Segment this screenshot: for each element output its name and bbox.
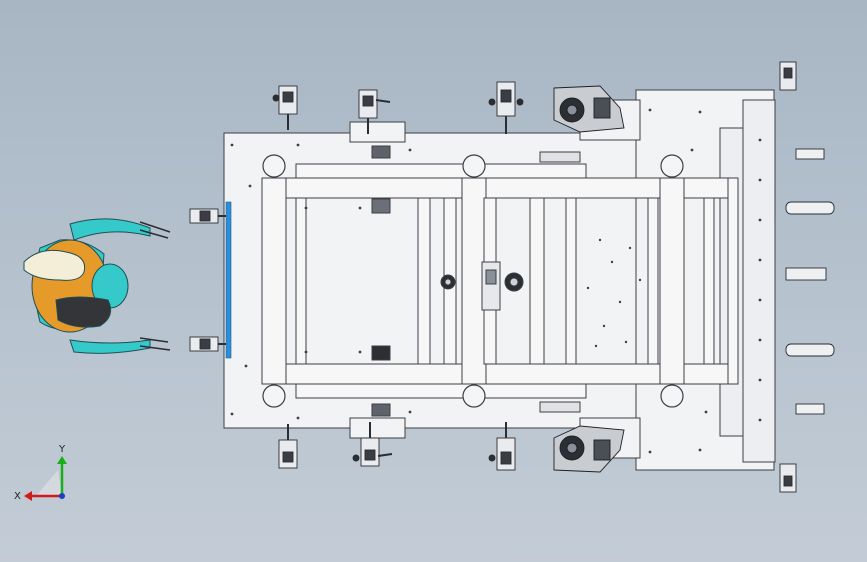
triad-plane <box>36 470 62 496</box>
toggle-clamps-top <box>272 61 797 134</box>
pneumatic-cylinders-right <box>785 148 835 415</box>
clamp-assemblies-dark <box>553 85 625 473</box>
side-clamps-left <box>189 208 226 352</box>
y-axis-label: Y <box>58 444 66 455</box>
z-axis-dot <box>59 493 65 499</box>
blue-edge-strip <box>225 201 232 359</box>
x-arrowhead <box>24 491 32 501</box>
toggle-clamps-bottom <box>278 422 797 493</box>
operator-figure <box>23 218 171 354</box>
locator-wheels <box>262 154 684 408</box>
y-arrowhead <box>57 456 67 464</box>
cross-members <box>261 177 739 385</box>
mounting-holes <box>230 108 762 454</box>
x-axis-label: X <box>14 491 21 502</box>
center-clamp-plate <box>371 145 581 417</box>
